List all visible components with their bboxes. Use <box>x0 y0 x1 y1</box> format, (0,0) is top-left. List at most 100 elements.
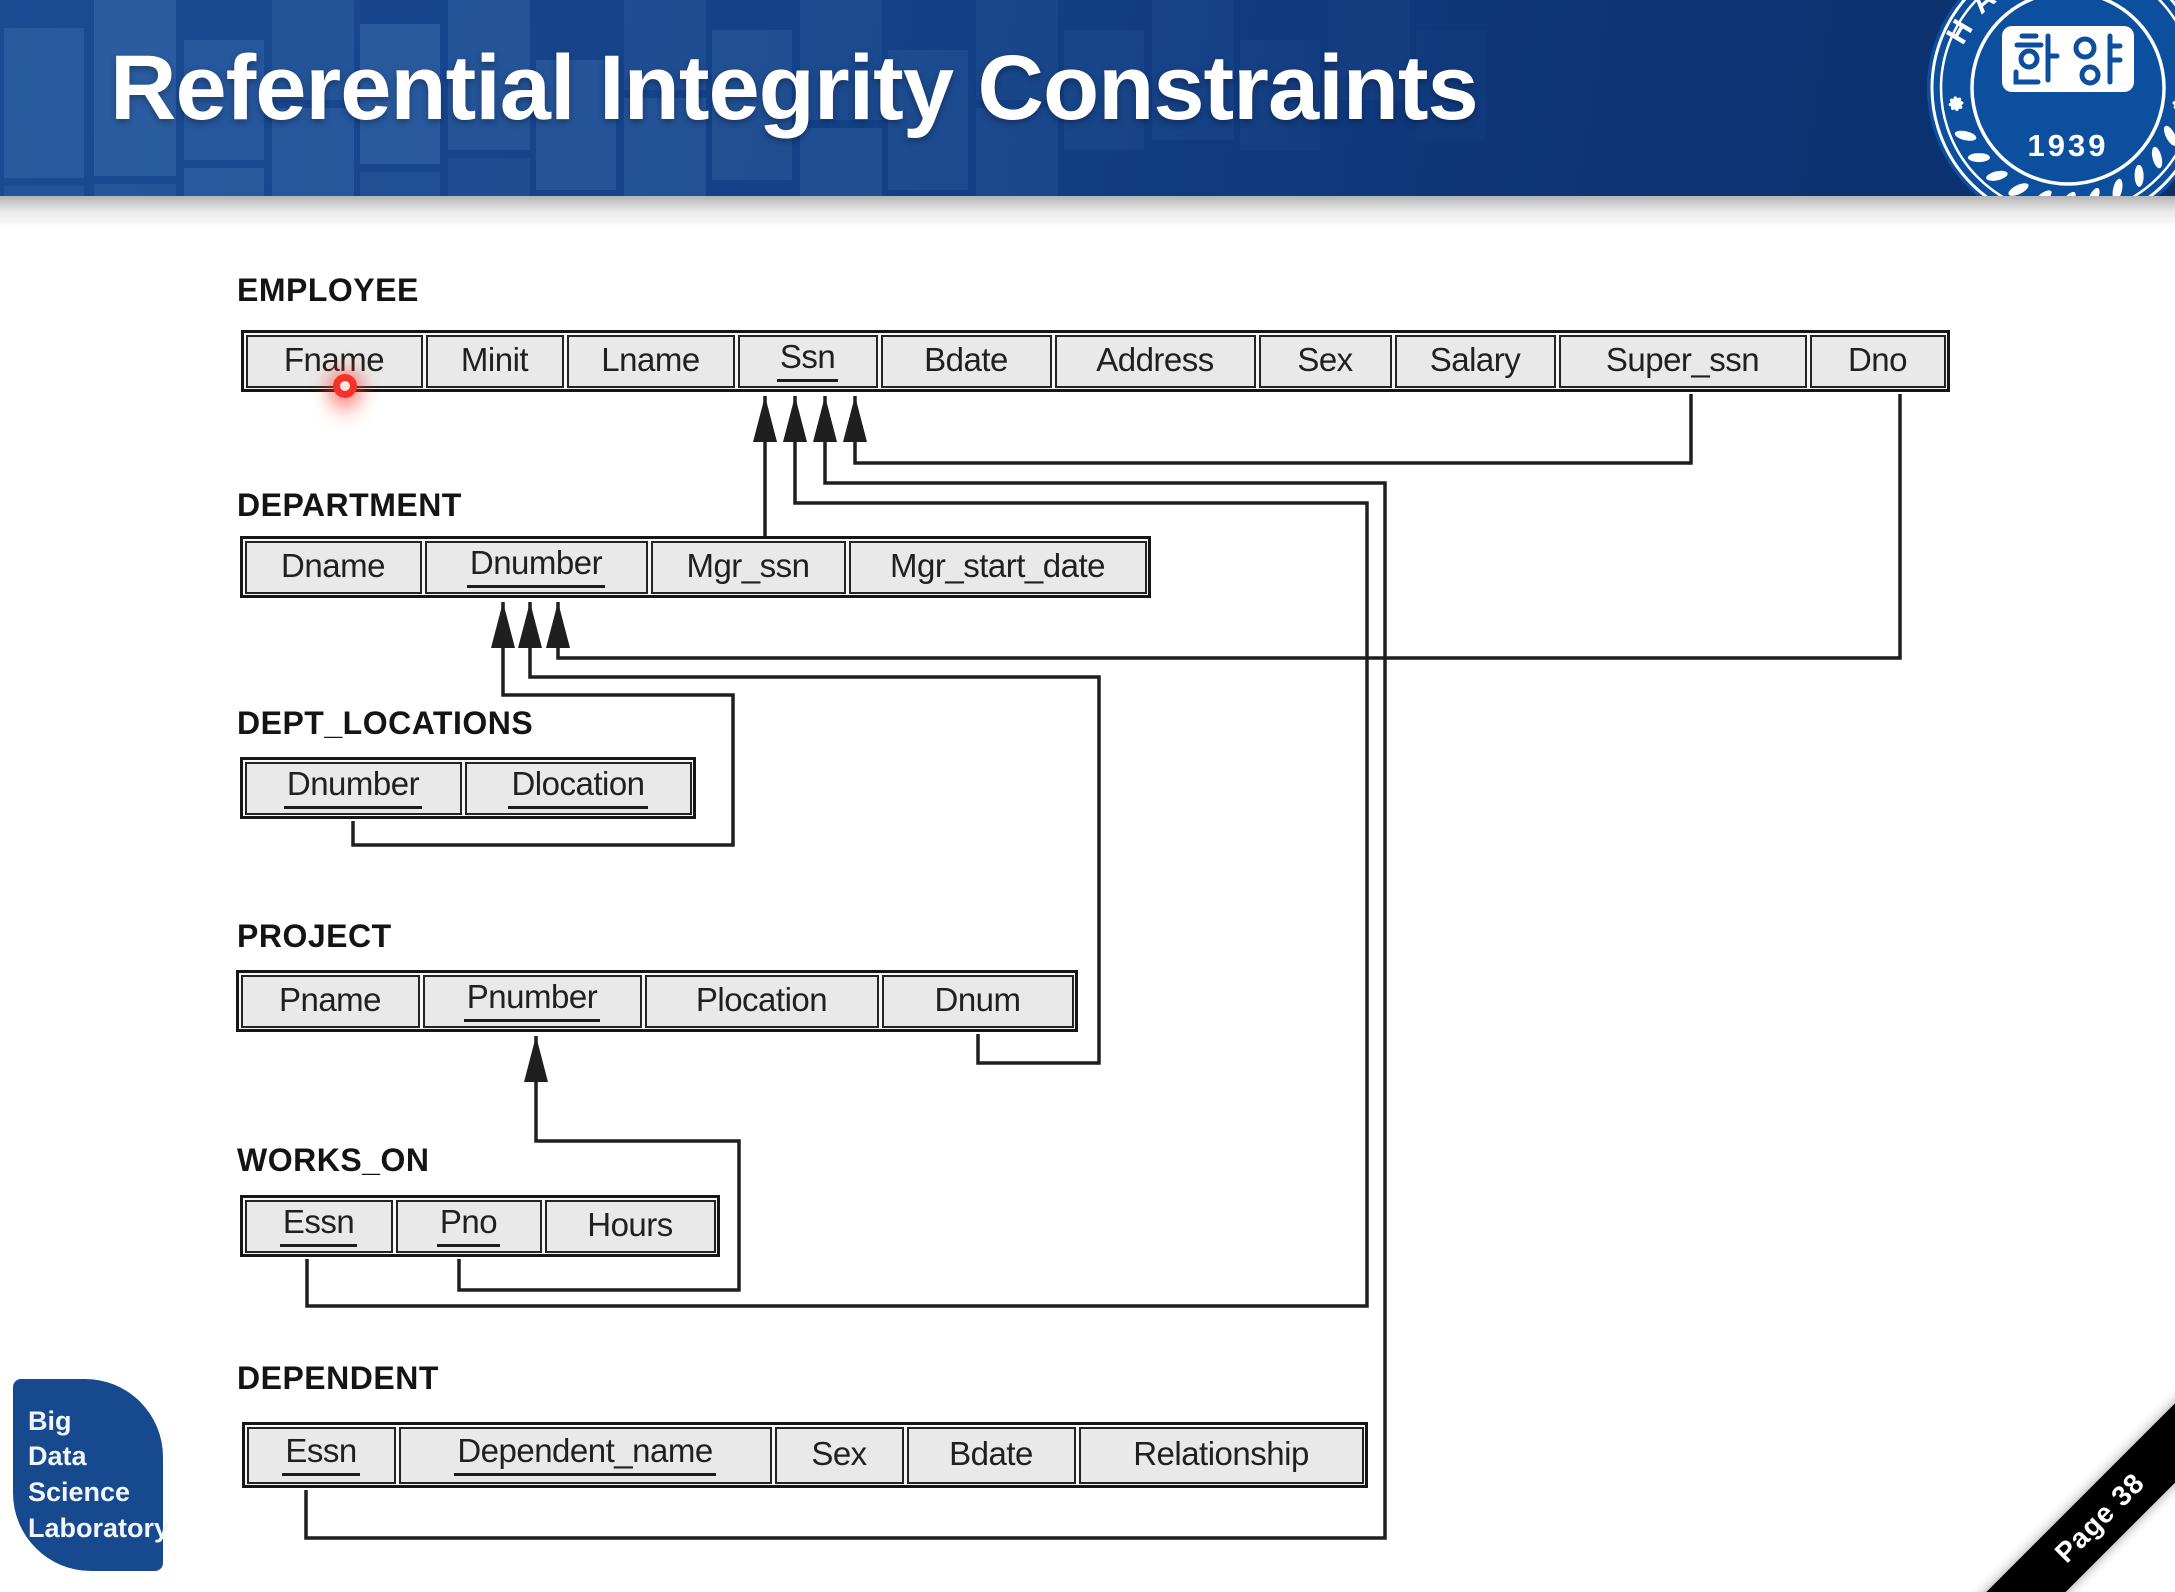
column-project-pnumber: Pnumber <box>422 974 642 1028</box>
banner-tile <box>1064 30 1144 150</box>
banner-tile <box>448 0 530 150</box>
seal-laurel-leaf <box>2134 164 2144 187</box>
seal-laurel-leaf <box>2164 125 2175 146</box>
banner-tile <box>448 158 530 196</box>
column-dependent-relationship: Relationship <box>1078 1426 1364 1484</box>
banner-tile <box>94 184 176 196</box>
page-title: Referential Integrity Constraints <box>110 37 1479 139</box>
banner-tile <box>976 108 1058 196</box>
attribute: Minit <box>460 340 529 378</box>
primary-key-attribute: Dlocation <box>508 766 648 809</box>
column-dependent-dependent_name: Dependent_name <box>398 1426 772 1484</box>
primary-key-attribute: Ssn <box>776 339 839 382</box>
seal-laurel-leaf <box>2151 146 2163 169</box>
table-dependent: Essn Dependent_name Sex Bdate Relationship <box>242 1422 1368 1488</box>
primary-key-attribute: Essn <box>279 1204 358 1247</box>
column-department-mgr_ssn: Mgr_ssn <box>650 540 846 594</box>
banner-tile <box>1240 40 1320 150</box>
seal-laurel-leaf <box>2008 183 2029 196</box>
attribute: Relationship <box>1133 1434 1309 1472</box>
column-employee-sex: Sex <box>1258 334 1392 388</box>
column-project-dnum: Dnum <box>881 974 1074 1028</box>
page-ribbon: Page 38 <box>1974 1392 2175 1592</box>
attribute: Sex <box>1297 340 1353 378</box>
banner-tile <box>888 50 968 190</box>
seal-center-plate <box>2002 26 2134 92</box>
primary-key-attribute: Dnumber <box>466 545 606 588</box>
column-employee-ssn: Ssn <box>737 334 878 388</box>
table-works_on: Essn Pno Hours <box>240 1195 720 1257</box>
primary-key-attribute: Dependent_name <box>454 1433 716 1476</box>
table-dept_locations: Dnumber Dlocation <box>240 757 696 819</box>
seal-laurel-ornaments <box>1948 96 2175 196</box>
column-dependent-bdate: Bdate <box>906 1426 1076 1484</box>
banner-tile <box>360 24 440 164</box>
seal-laurel-leaf <box>1954 130 1977 141</box>
column-works_on-pno: Pno <box>395 1199 542 1253</box>
banner-tile <box>624 0 706 90</box>
column-employee-address: Address <box>1054 334 1256 388</box>
column-employee-super_ssn: Super_ssn <box>1558 334 1807 388</box>
lab-logo-line: Science <box>28 1477 131 1507</box>
seal-laurel-leaf <box>1986 170 2008 181</box>
primary-key-attribute: Dnumber <box>283 766 423 809</box>
banner-tile <box>272 0 354 100</box>
banner-tile <box>1152 0 1234 140</box>
attribute: Sex <box>811 1434 867 1472</box>
lab-logo-line: Data <box>28 1441 87 1472</box>
column-dept_locations-dnumber: Dnumber <box>244 761 462 815</box>
banner-tile <box>94 0 176 176</box>
primary-key-attribute: Essn <box>282 1433 360 1476</box>
column-employee-dno: Dno <box>1809 334 1946 388</box>
page-number: Page 38 <box>2048 1466 2151 1569</box>
column-project-plocation: Plocation <box>644 974 879 1028</box>
attribute: Bdate <box>949 1434 1033 1472</box>
attribute: Dname <box>281 546 385 584</box>
column-employee-salary: Salary <box>1394 334 1556 388</box>
column-employee-lname: Lname <box>566 334 735 388</box>
attribute: Mgr_ssn <box>686 546 810 584</box>
banner-tile <box>4 28 84 178</box>
table-project: Pname Pnumber Plocation Dnum <box>236 970 1078 1032</box>
seal-flower-petal <box>1950 97 1962 110</box>
banner-tile <box>184 40 264 160</box>
column-works_on-essn: Essn <box>244 1199 393 1253</box>
fk-works_on-essn-to-employee-ssn <box>305 396 1369 1308</box>
column-project-pname: Pname <box>240 974 420 1028</box>
banner-shadow <box>0 196 2175 228</box>
laser-pointer-dot <box>333 374 357 398</box>
banner-tile <box>976 0 1058 100</box>
table-label-works_on: WORKS_ON <box>237 1142 430 1178</box>
seal-laurel-leaf <box>2033 190 2052 196</box>
column-department-dnumber: Dnumber <box>424 540 648 594</box>
table-label-project: PROJECT <box>237 918 392 954</box>
attribute: Lname <box>601 340 700 378</box>
table-label-dependent: DEPENDENT <box>237 1360 439 1396</box>
banner-tile <box>800 128 882 196</box>
fk-employee-super_ssn-to-employee-ssn <box>843 394 1693 465</box>
column-employee-minit: Minit <box>425 334 564 388</box>
seal-laurel-leaf <box>1967 153 1990 163</box>
banner-tile <box>1416 30 1486 140</box>
lab-logo-line: Big <box>28 1405 72 1436</box>
attribute: Plocation <box>695 980 828 1018</box>
banner-tile <box>624 98 706 196</box>
attribute: Hours <box>587 1205 673 1243</box>
banner-tile <box>536 60 616 190</box>
attribute: Address <box>1096 340 1214 378</box>
banner-tile <box>4 186 84 196</box>
column-department-mgr_start_date: Mgr_start_date <box>848 540 1147 594</box>
slide-banner: Referential Integrity Constraints HAN <box>0 0 2175 196</box>
attribute: Bdate <box>924 340 1008 378</box>
seal-laurel-leaf <box>2112 178 2123 196</box>
primary-key-attribute: Pnumber <box>463 979 601 1022</box>
banner-tile <box>712 30 792 180</box>
banner-tile <box>272 108 354 196</box>
column-department-dname: Dname <box>244 540 422 594</box>
column-dependent-essn: Essn <box>246 1426 396 1484</box>
column-dept_locations-dlocation: Dlocation <box>464 761 692 815</box>
banner-tile <box>1328 0 1410 100</box>
seal-year: 1939 <box>2028 128 2109 163</box>
